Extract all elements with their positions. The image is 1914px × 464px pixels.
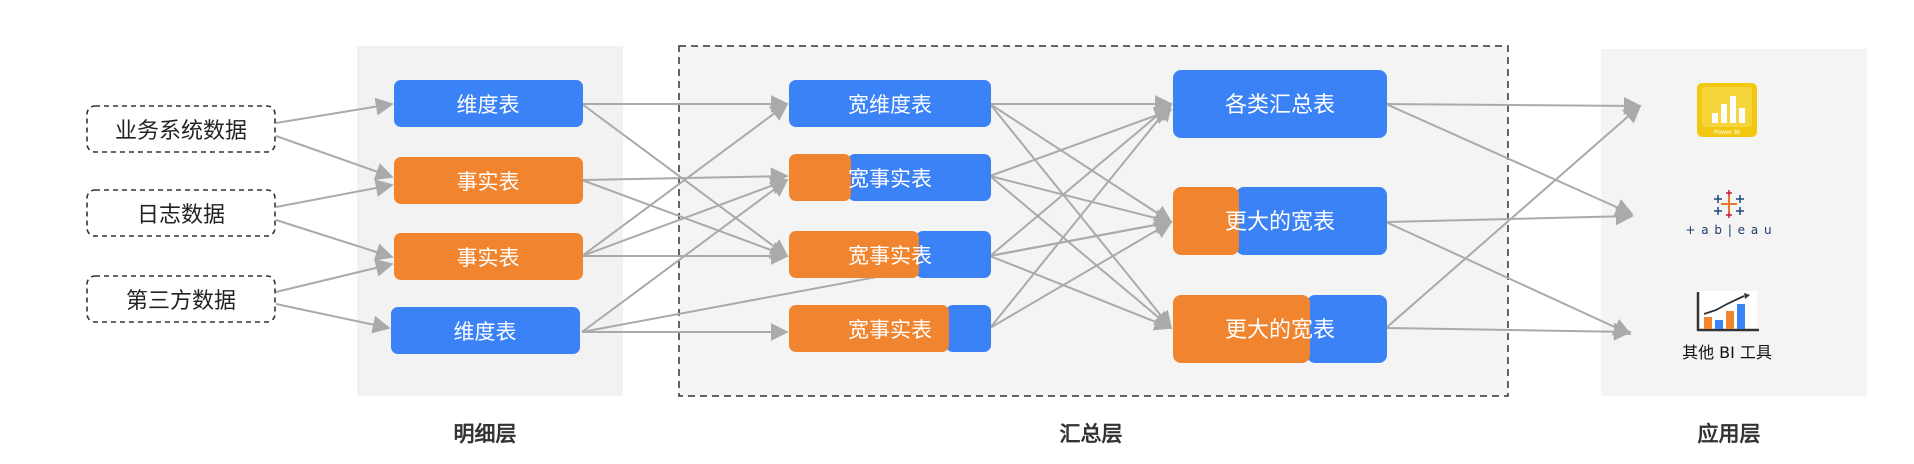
dimension-table	[391, 307, 580, 354]
arrow	[989, 102, 1173, 329]
table-label: 事实表	[457, 170, 520, 194]
wide-fact-table-orange	[789, 154, 851, 201]
summary-table	[1173, 70, 1387, 138]
wide-fact-table-orange	[789, 231, 919, 278]
arrow	[989, 255, 1173, 331]
bi-chart-icon	[1696, 291, 1759, 332]
arrow	[581, 167, 789, 186]
wide-fact-table-blue	[946, 305, 991, 352]
arrow	[275, 135, 394, 181]
source-box	[86, 189, 276, 237]
wide-fact-table-blue	[916, 231, 991, 278]
big-tables: 各类汇总表 更大的宽表 更大的宽表	[1173, 70, 1387, 363]
fact-table	[394, 157, 583, 204]
source-boxes: 业务系统数据 日志数据 第三方数据	[86, 105, 276, 323]
arrows	[275, 95, 1642, 341]
arrow	[1385, 221, 1632, 336]
power-bi-caption: Power BI	[1714, 129, 1740, 136]
table-label: 更大的宽表	[1225, 210, 1335, 235]
wide-tables: 宽维度表 宽事实表 宽事实表 宽事实表	[789, 80, 991, 352]
detail-layer-title: 明细层	[454, 422, 517, 446]
arrow	[1385, 104, 1642, 329]
table-label: 事实表	[457, 246, 520, 270]
table-label: 更大的宽表	[1225, 318, 1335, 343]
arrow	[1385, 103, 1634, 216]
big-wide-table-blue	[1307, 295, 1387, 363]
big-wide-table-blue	[1236, 187, 1387, 255]
big-wide-table-orange	[1173, 295, 1310, 363]
arrow	[275, 219, 394, 261]
table-label: 维度表	[454, 320, 517, 344]
arrow	[275, 97, 394, 124]
source-label: 业务系统数据	[115, 119, 247, 144]
source-label: 日志数据	[137, 203, 225, 228]
wide-fact-table-blue	[848, 154, 991, 201]
source-label: 第三方数据	[126, 289, 236, 314]
wide-fact-table-orange	[789, 305, 949, 352]
arrow	[275, 259, 394, 293]
source-box	[86, 105, 276, 153]
arrow	[989, 216, 1173, 257]
source-box	[86, 275, 276, 323]
other-bi-label: 其他 BI 工具	[1682, 343, 1772, 362]
dimension-table	[394, 80, 583, 127]
arrow	[1385, 322, 1632, 341]
table-label: 宽事实表	[848, 167, 932, 191]
arrow	[1385, 207, 1634, 226]
big-wide-table-orange	[1173, 187, 1239, 255]
fact-table	[394, 233, 583, 280]
arrow	[275, 179, 394, 208]
table-label: 宽事实表	[848, 318, 932, 342]
arrow	[581, 178, 789, 333]
arrow	[581, 102, 789, 257]
arrow	[989, 221, 1173, 329]
arrow	[275, 303, 391, 334]
detail-tables: 维度表 事实表 事实表 维度表	[391, 80, 583, 354]
arrow	[989, 175, 1173, 330]
wide-dimension-table	[789, 80, 991, 127]
tableau-wordmark: + a b | e a u	[1685, 223, 1772, 237]
table-label: 各类汇总表	[1225, 93, 1335, 118]
tableau-icon: + a b | e a u	[1685, 190, 1772, 237]
table-label: 宽维度表	[848, 93, 932, 117]
table-label: 维度表	[457, 93, 520, 117]
arrow	[581, 177, 789, 257]
arrow	[989, 107, 1173, 177]
arrow	[1385, 96, 1642, 115]
power-bi-icon: Power BI	[1697, 83, 1757, 137]
arrow	[989, 103, 1173, 223]
summary-layer-title: 汇总层	[1060, 422, 1123, 446]
app-layer-title: 应用层	[1698, 422, 1761, 446]
table-label: 宽事实表	[848, 244, 932, 268]
arrow	[989, 175, 1173, 227]
arrow	[989, 102, 1173, 257]
